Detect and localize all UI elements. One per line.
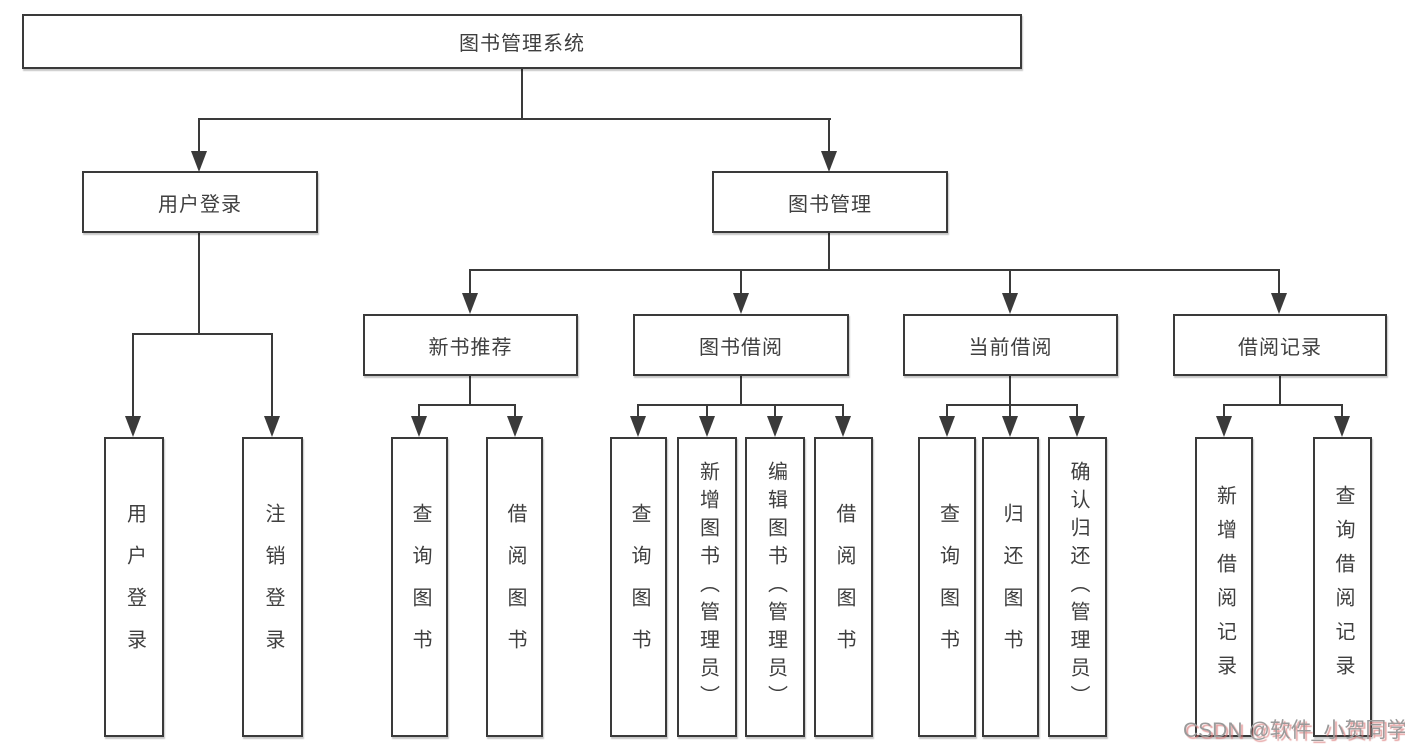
- node-book-borrow: 图书借阅: [633, 314, 849, 376]
- node-leaf-edit-book-admin: 编辑图书（管理员）: [745, 437, 805, 737]
- node-label: 用户登录: [158, 193, 242, 216]
- connector-line: [946, 404, 948, 418]
- node-label: 查询图书: [936, 503, 959, 671]
- connector-line: [1076, 404, 1078, 418]
- arrow-down-icon: [630, 416, 646, 437]
- node-label: 借阅图书: [833, 503, 855, 671]
- connector-line: [1279, 376, 1281, 406]
- node-label: 查询借阅记录: [1332, 485, 1354, 689]
- arrow-down-icon: [191, 151, 207, 172]
- node-leaf-user-login: 用户登录: [104, 437, 164, 737]
- connector-line: [706, 404, 708, 418]
- connector-line: [132, 333, 134, 417]
- node-leaf-add-book-admin: 新增图书（管理员）: [677, 437, 737, 737]
- node-leaf-borrow-book-2: 借阅图书: [814, 437, 873, 737]
- arrow-down-icon: [507, 416, 523, 437]
- connector-line: [1223, 404, 1225, 418]
- connector-line: [521, 68, 523, 120]
- node-leaf-return-book: 归还图书: [982, 437, 1039, 737]
- connector-line: [514, 404, 516, 418]
- node-leaf-query-book-2: 查询图书: [610, 437, 667, 737]
- connector-line: [740, 376, 742, 406]
- node-label: 借阅图书: [504, 503, 526, 671]
- connector-line: [198, 118, 200, 154]
- connector-line: [1223, 404, 1343, 406]
- node-label: 新增借阅记录: [1213, 485, 1236, 689]
- node-leaf-query-book-1: 查询图书: [391, 437, 448, 737]
- arrow-down-icon: [125, 416, 141, 437]
- arrow-down-icon: [1271, 293, 1287, 314]
- node-label: 新书推荐: [428, 336, 513, 359]
- node-current-borrow: 当前借阅: [903, 314, 1118, 376]
- connector-line: [198, 233, 200, 335]
- connector-line: [418, 404, 420, 418]
- node-leaf-confirm-return-admin: 确认归还（管理员）: [1048, 437, 1107, 737]
- arrow-down-icon: [1002, 293, 1018, 314]
- connector-line: [637, 404, 639, 418]
- arrow-down-icon: [1002, 416, 1018, 437]
- connector-line: [271, 333, 273, 417]
- arrow-down-icon: [699, 416, 715, 437]
- node-leaf-logout: 注销登录: [242, 437, 303, 737]
- node-leaf-borrow-book-1: 借阅图书: [486, 437, 543, 737]
- node-label: 编辑图书（管理员）: [764, 461, 787, 713]
- arrow-down-icon: [264, 416, 280, 437]
- node-label: 归还图书: [1000, 503, 1022, 671]
- arrow-down-icon: [821, 151, 837, 172]
- connector-line: [946, 404, 1078, 406]
- node-label: 图书借阅: [699, 336, 783, 359]
- node-leaf-query-borrow-record: 查询借阅记录: [1313, 437, 1372, 737]
- node-user-login: 用户登录: [82, 171, 318, 233]
- node-label: 图书管理系统: [459, 33, 585, 55]
- connector-line: [1341, 404, 1343, 418]
- node-book-management: 图书管理: [712, 171, 948, 233]
- arrow-down-icon: [1069, 416, 1085, 437]
- node-borrow-record: 借阅记录: [1173, 314, 1387, 376]
- watermark: CSDN @软件_小贺同学: [1183, 719, 1405, 742]
- connector-line: [469, 376, 471, 406]
- arrow-down-icon: [939, 416, 955, 437]
- connector-line: [469, 269, 1280, 271]
- connector-line: [198, 118, 831, 120]
- node-leaf-query-book-3: 查询图书: [918, 437, 976, 737]
- connector-line: [828, 233, 830, 271]
- node-label: 查询图书: [628, 503, 650, 671]
- arrow-down-icon: [733, 293, 749, 314]
- connector-line: [774, 404, 776, 418]
- connector-line: [1009, 269, 1011, 295]
- node-label: 借阅记录: [1238, 336, 1322, 359]
- arrow-down-icon: [835, 416, 851, 437]
- connector-line: [828, 118, 830, 154]
- connector-line: [1009, 404, 1011, 418]
- node-label: 新增图书（管理员）: [696, 461, 719, 713]
- node-label: 当前借阅: [968, 336, 1053, 359]
- node-label: 注销登录: [262, 503, 284, 671]
- arrow-down-icon: [767, 416, 783, 437]
- arrow-down-icon: [411, 416, 427, 437]
- connector-line: [418, 404, 516, 406]
- connector-line: [842, 404, 844, 418]
- connector-line: [637, 404, 843, 406]
- connector-line: [469, 269, 471, 295]
- arrow-down-icon: [1334, 416, 1350, 437]
- arrow-down-icon: [462, 293, 478, 314]
- node-leaf-add-borrow-record: 新增借阅记录: [1195, 437, 1253, 737]
- node-root: 图书管理系统: [22, 14, 1022, 69]
- node-label: 图书管理: [788, 193, 872, 216]
- node-label: 确认归还（管理员）: [1067, 461, 1089, 713]
- connector-line: [740, 269, 742, 295]
- connector-line: [132, 333, 273, 335]
- connector-line: [1278, 269, 1280, 295]
- arrow-down-icon: [1216, 416, 1232, 437]
- node-label: 用户登录: [123, 503, 146, 671]
- node-new-book-recommend: 新书推荐: [363, 314, 578, 376]
- node-label: 查询图书: [409, 503, 431, 671]
- connector-line: [1009, 376, 1011, 406]
